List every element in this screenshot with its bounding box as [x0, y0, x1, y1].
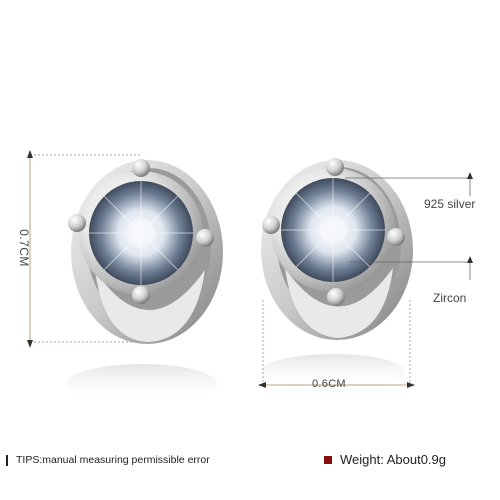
earring-left-icon — [67, 159, 223, 404]
callout-arrow-icon — [467, 172, 473, 263]
width-label: 0.6CM — [312, 378, 346, 390]
width-dimension-line — [262, 300, 411, 388]
weight-text: Weight: About0.9g — [340, 452, 447, 467]
material-label: 925 silver — [424, 197, 476, 211]
weight-marker-icon — [324, 455, 332, 464]
tips-note: TIPS:manual measuring permissible error — [6, 455, 210, 466]
stone-callout-line — [350, 261, 471, 280]
height-dimension-line — [29, 154, 140, 343]
weight-info: Weight: About0.9g — [324, 452, 446, 467]
material-callout-line — [345, 177, 471, 196]
stone-label: Zircon — [433, 291, 467, 305]
width-arrow-icon — [258, 382, 415, 388]
earring-right-icon — [261, 158, 413, 390]
height-arrow-icon — [27, 150, 33, 348]
height-label: 0.7CM — [17, 229, 31, 267]
